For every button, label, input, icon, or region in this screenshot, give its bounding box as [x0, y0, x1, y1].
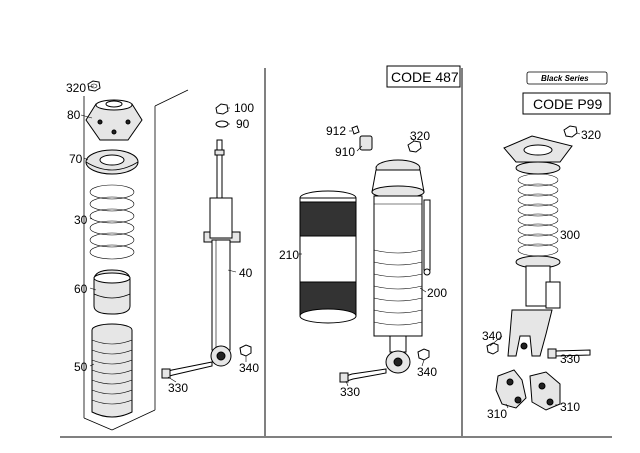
label-30: 30	[74, 213, 88, 227]
label-320-middle: 320	[410, 129, 430, 143]
label-100: 100	[234, 101, 254, 115]
part-340-nut-right	[486, 342, 499, 355]
label-330-left: 330	[168, 381, 188, 395]
label-200: 200	[427, 286, 447, 300]
part-320-nut-right	[563, 125, 578, 138]
part-100-nut	[215, 103, 229, 115]
part-200-air-strut	[371, 159, 431, 374]
label-330-middle: 330	[340, 385, 360, 399]
black-series-badge: Black Series	[526, 71, 608, 85]
part-40-shock-absorber	[203, 139, 241, 367]
label-320-right: 320	[581, 128, 601, 142]
part-90-washer	[215, 120, 229, 128]
label-50: 50	[74, 360, 88, 374]
label-910: 910	[335, 145, 355, 159]
label-310-left: 310	[487, 407, 507, 421]
label-320-left: 320	[66, 81, 86, 95]
part-50-dust-boot	[91, 323, 133, 418]
label-90: 90	[236, 117, 250, 131]
part-912-screw	[351, 125, 360, 135]
label-912: 912	[326, 124, 346, 138]
part-910-valve	[359, 135, 373, 151]
part-30-coil-spring	[89, 184, 135, 260]
part-number-labels: 320 80 70 30 60 50 100 90 40 330 340 912…	[66, 81, 601, 421]
part-340-nut-left	[239, 344, 252, 357]
frame	[60, 68, 612, 438]
left-bracket-lines	[83, 89, 189, 431]
label-70: 70	[69, 152, 83, 166]
black-series-label: Black Series	[541, 74, 589, 83]
code-p99-label: CODE P99	[533, 96, 602, 112]
label-310-right: 310	[560, 400, 580, 414]
leader-lines	[80, 85, 581, 409]
code-p99-box: CODE P99	[522, 92, 611, 115]
label-80: 80	[67, 108, 81, 122]
label-340-middle: 340	[417, 365, 437, 379]
part-330-bolt-right	[547, 348, 591, 359]
part-310-brackets	[495, 369, 561, 411]
label-340-right: 340	[482, 329, 502, 343]
label-340-left: 340	[239, 361, 259, 375]
part-330-bolt-middle	[339, 368, 387, 383]
part-300-coilover	[503, 135, 573, 357]
code-487-label: CODE 487	[391, 69, 459, 85]
part-210-air-bellows	[299, 190, 357, 324]
label-60: 60	[74, 282, 88, 296]
part-70-spring-seat	[85, 149, 139, 175]
label-40: 40	[239, 266, 253, 280]
label-330-right: 330	[560, 352, 580, 366]
part-80-top-mount	[85, 99, 143, 141]
part-330-bolt-left	[161, 361, 213, 379]
part-340-nut-middle	[417, 348, 430, 361]
code-487-box: CODE 487	[386, 65, 461, 88]
label-210: 210	[279, 248, 299, 262]
part-60-bump-stop	[93, 269, 131, 315]
label-300: 300	[560, 228, 580, 242]
